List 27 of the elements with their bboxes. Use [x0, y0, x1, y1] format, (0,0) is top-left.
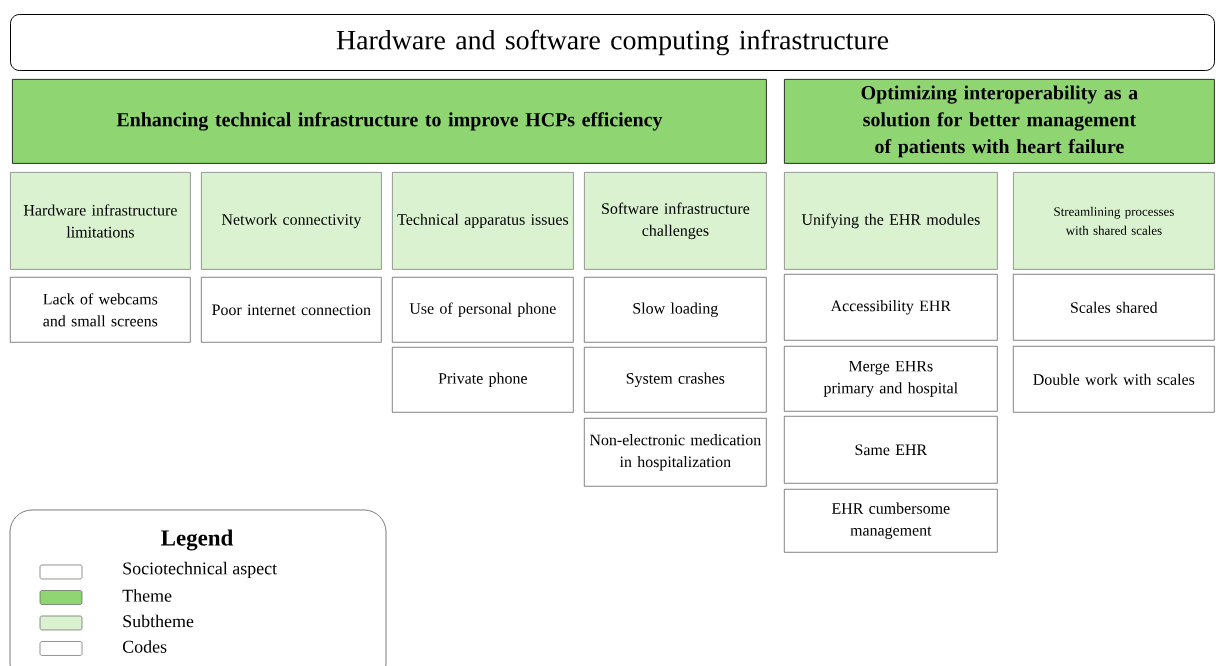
- code-box: Scales shared: [1013, 274, 1215, 341]
- code-box: Same EHR: [784, 416, 998, 484]
- aspect-box: Hardware and software computing infrastructure: [10, 14, 1215, 71]
- code-box: Non-electronic medication in hospitalization: [584, 418, 767, 487]
- legend-title: Legend: [161, 529, 234, 551]
- code-box: Private phone: [392, 347, 574, 413]
- code-box: System crashes: [584, 347, 767, 413]
- subtheme-box: Technical apparatus issues: [392, 172, 574, 270]
- subtheme-box: Network connectivity: [201, 172, 382, 270]
- code-box: Accessibility EHR: [784, 274, 998, 341]
- legend-text: Theme: [122, 589, 172, 602]
- code-box: Use of personal phone: [392, 277, 574, 343]
- subtheme-box: Unifying the EHR modules: [784, 172, 998, 270]
- theme-box: Optimizing interoperability as a solution for better management of patients with heart failure: [784, 79, 1215, 164]
- subtheme-box: Streamlining processes with shared scales: [1013, 172, 1215, 270]
- code-box: Slow loading: [584, 277, 767, 343]
- legend-text: Subtheme: [123, 614, 194, 628]
- legend-text: Codes: [122, 640, 167, 653]
- legend-text: Sociotechnical aspect: [123, 561, 277, 579]
- code-box: Double work with scales: [1013, 346, 1215, 413]
- subtheme-box: Hardware infrastructure limitations: [10, 172, 191, 270]
- code-box: Lack of webcams and small screens: [10, 277, 191, 343]
- code-box: Merge EHRs primary and hospital: [784, 346, 998, 412]
- code-box: EHR cumbersome management: [784, 488, 998, 553]
- subtheme-box: Software infrastructure challenges: [584, 172, 767, 270]
- code-box: Poor internet connection: [201, 277, 382, 343]
- theme-box: Enhancing technical infrastructure to improve HCPs efficiency: [12, 79, 767, 164]
